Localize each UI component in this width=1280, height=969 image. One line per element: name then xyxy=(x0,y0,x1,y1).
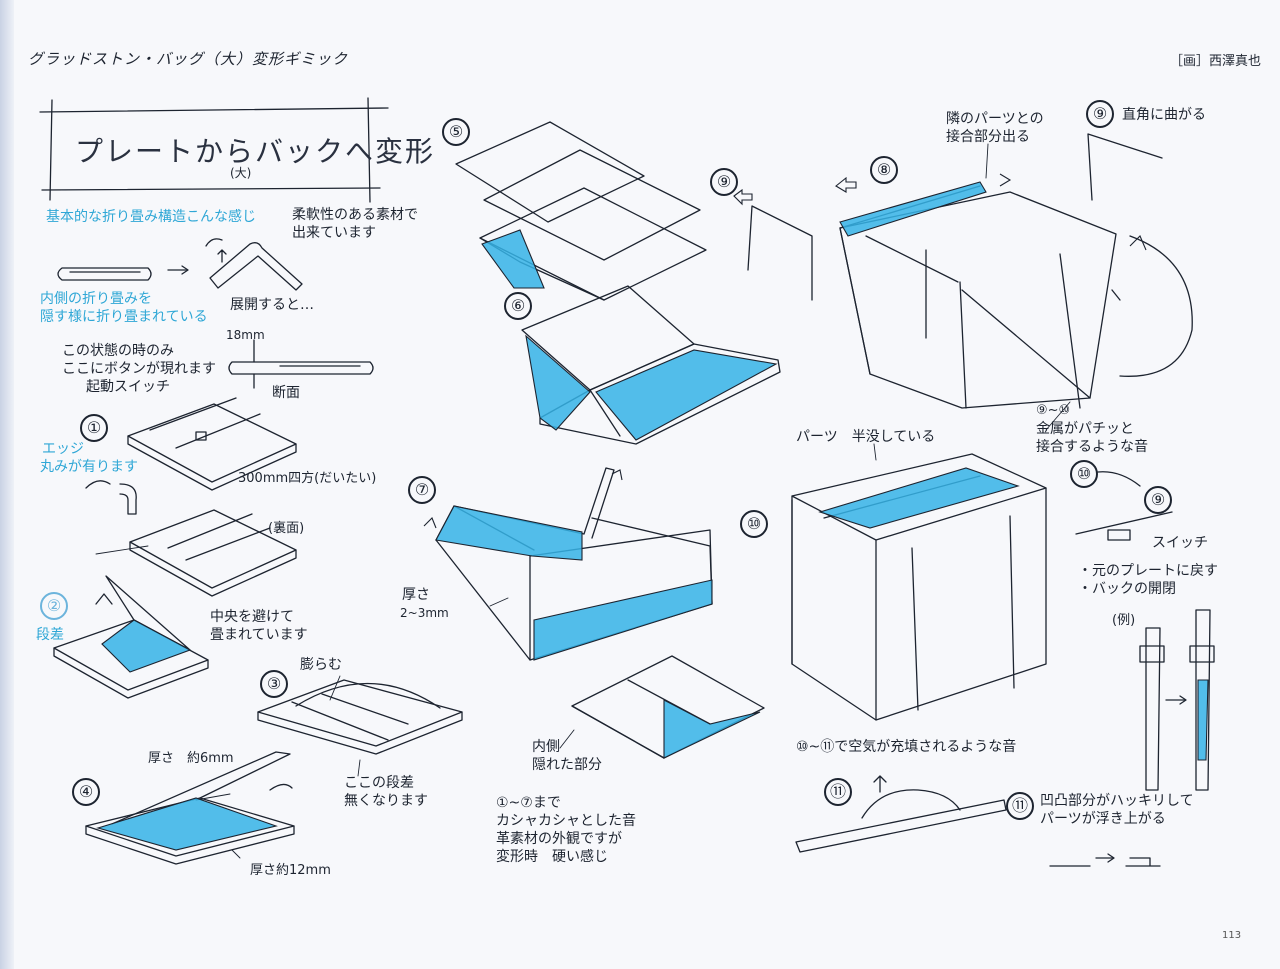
note-basic-fold: 基本的な折り畳み構造こんな感じ xyxy=(46,209,256,225)
note-button-1: この状態の時のみ xyxy=(62,343,174,359)
note-back-side: (裏面) xyxy=(268,521,305,536)
note-bag-open: ・バックの開閉 xyxy=(1078,581,1176,597)
step10-switch-detail xyxy=(1075,471,1173,541)
note-dim-18mm: 18mm xyxy=(226,328,265,342)
note-thick-12: 厚さ約12mm xyxy=(250,863,331,878)
note-edge-2: 丸みが有ります xyxy=(40,459,138,475)
note-bump-2: パーツが浮き上がる xyxy=(1040,811,1166,827)
note-bump-1: 凹凸部分がハッキリして xyxy=(1040,793,1194,809)
step-number-3: ③ xyxy=(260,670,288,698)
step-number-10: ⑩ xyxy=(740,510,768,538)
note-thick-2-3-b: 2~3mm xyxy=(400,606,449,620)
note-step-gone-2: 無くなります xyxy=(344,793,428,809)
banner-subtitle: (大) xyxy=(230,166,252,180)
motion-arrows xyxy=(423,173,1147,529)
note-joint-1: 隣のパーツとの xyxy=(946,111,1044,127)
note-inner-fold-1: 内側の折り畳みを xyxy=(40,291,152,307)
note-thick-2-3-a: 厚さ xyxy=(402,587,430,603)
step-number-11: ⑪ xyxy=(824,778,852,806)
note-sound-4: 変形時 硬い感じ xyxy=(496,849,608,865)
note-step: 段差 xyxy=(36,627,64,643)
note-sound-1: ①~⑦まで xyxy=(496,795,561,811)
strap-example xyxy=(1139,609,1215,791)
note-flexible-2: 出来ています xyxy=(292,225,376,241)
banner-title: プレートからバックへ変形 xyxy=(75,135,436,168)
note-bulge: 膨らむ xyxy=(300,657,342,673)
note-half-sunk: パーツ 半没している xyxy=(796,429,936,445)
step1-plate xyxy=(85,397,297,515)
step-number-1: ① xyxy=(80,414,108,442)
step-number-7: ⑦ xyxy=(408,476,436,504)
step5-opening xyxy=(455,121,707,301)
note-joint-2: 接合部分出る xyxy=(946,129,1030,145)
note-button-3: 起動スイッチ xyxy=(86,379,170,395)
artist-credit: ［画］西澤真也 xyxy=(1170,54,1262,69)
step-number-10b: ⑩ xyxy=(1070,460,1098,488)
note-sound-2: カシャカシャとした音 xyxy=(496,813,636,829)
note-example: (例) xyxy=(1112,613,1136,628)
note-center-1: 中央を避けて xyxy=(210,609,294,625)
note-inner-fold-2: 隠す様に折り畳まれている xyxy=(40,309,208,325)
note-inner-2: 隠れた部分 xyxy=(532,757,602,773)
banner-frame xyxy=(39,97,389,203)
note-metal-2: 接合するような音 xyxy=(1036,439,1148,455)
step-number-4: ④ xyxy=(72,778,100,806)
note-step-gone-1: ここの段差 xyxy=(344,775,414,791)
step-number-9b: ⑨ xyxy=(1086,100,1114,128)
step3-plate xyxy=(257,679,463,755)
step-number-2: ② xyxy=(40,592,68,620)
note-size-300: 300mm四方(だいたい) xyxy=(238,471,377,486)
step-number-11b: ⑪ xyxy=(1006,792,1034,820)
note-center-2: 畳まれています xyxy=(210,627,308,643)
step-number-5: ⑤ xyxy=(442,118,470,146)
note-switch: スイッチ xyxy=(1152,535,1208,551)
leader-lines xyxy=(95,143,1071,859)
note-metal-1: 金属がパチッと xyxy=(1036,421,1134,437)
page-number: 113 xyxy=(1222,930,1242,941)
page-edge-shadow xyxy=(0,0,14,969)
note-thick-6: 厚さ 約6mm xyxy=(148,751,234,766)
step10-box xyxy=(791,453,1047,721)
step1-back-plate xyxy=(129,509,297,597)
note-back-plate: ・元のプレートに戻す xyxy=(1078,563,1218,579)
step-number-9c: ⑨ xyxy=(1144,486,1172,514)
step-number-8: ⑧ xyxy=(870,156,898,184)
note-metal-0: ⑨~⑩ xyxy=(1036,403,1071,418)
note-unfold: 展開すると… xyxy=(230,297,314,313)
note-edge-1: エッジ xyxy=(42,441,84,457)
note-sound-3: 革素材の外観ですが xyxy=(496,831,622,847)
note-section: 断面 xyxy=(272,385,300,401)
step4-fold xyxy=(85,751,295,865)
step9-arms xyxy=(747,133,1193,377)
step-number-9a: ⑨ xyxy=(710,168,738,196)
note-inner-1: 内側 xyxy=(532,739,560,755)
step-number-6: ⑥ xyxy=(504,292,532,320)
basic-fold-sketch xyxy=(57,238,303,291)
note-air-fill: ⑩~⑪で空気が充填されるような音 xyxy=(796,739,1017,755)
page-title: グラッドストン・バッグ（大）変形ギミック xyxy=(28,50,349,68)
section-sketch xyxy=(228,339,374,389)
note-flexible-1: 柔軟性のある素材で xyxy=(292,207,418,223)
note-right-angle: 直角に曲がる xyxy=(1122,107,1206,123)
note-button-2: ここにボタンが現れます xyxy=(62,361,216,377)
cyan-surfaces xyxy=(96,181,1209,851)
